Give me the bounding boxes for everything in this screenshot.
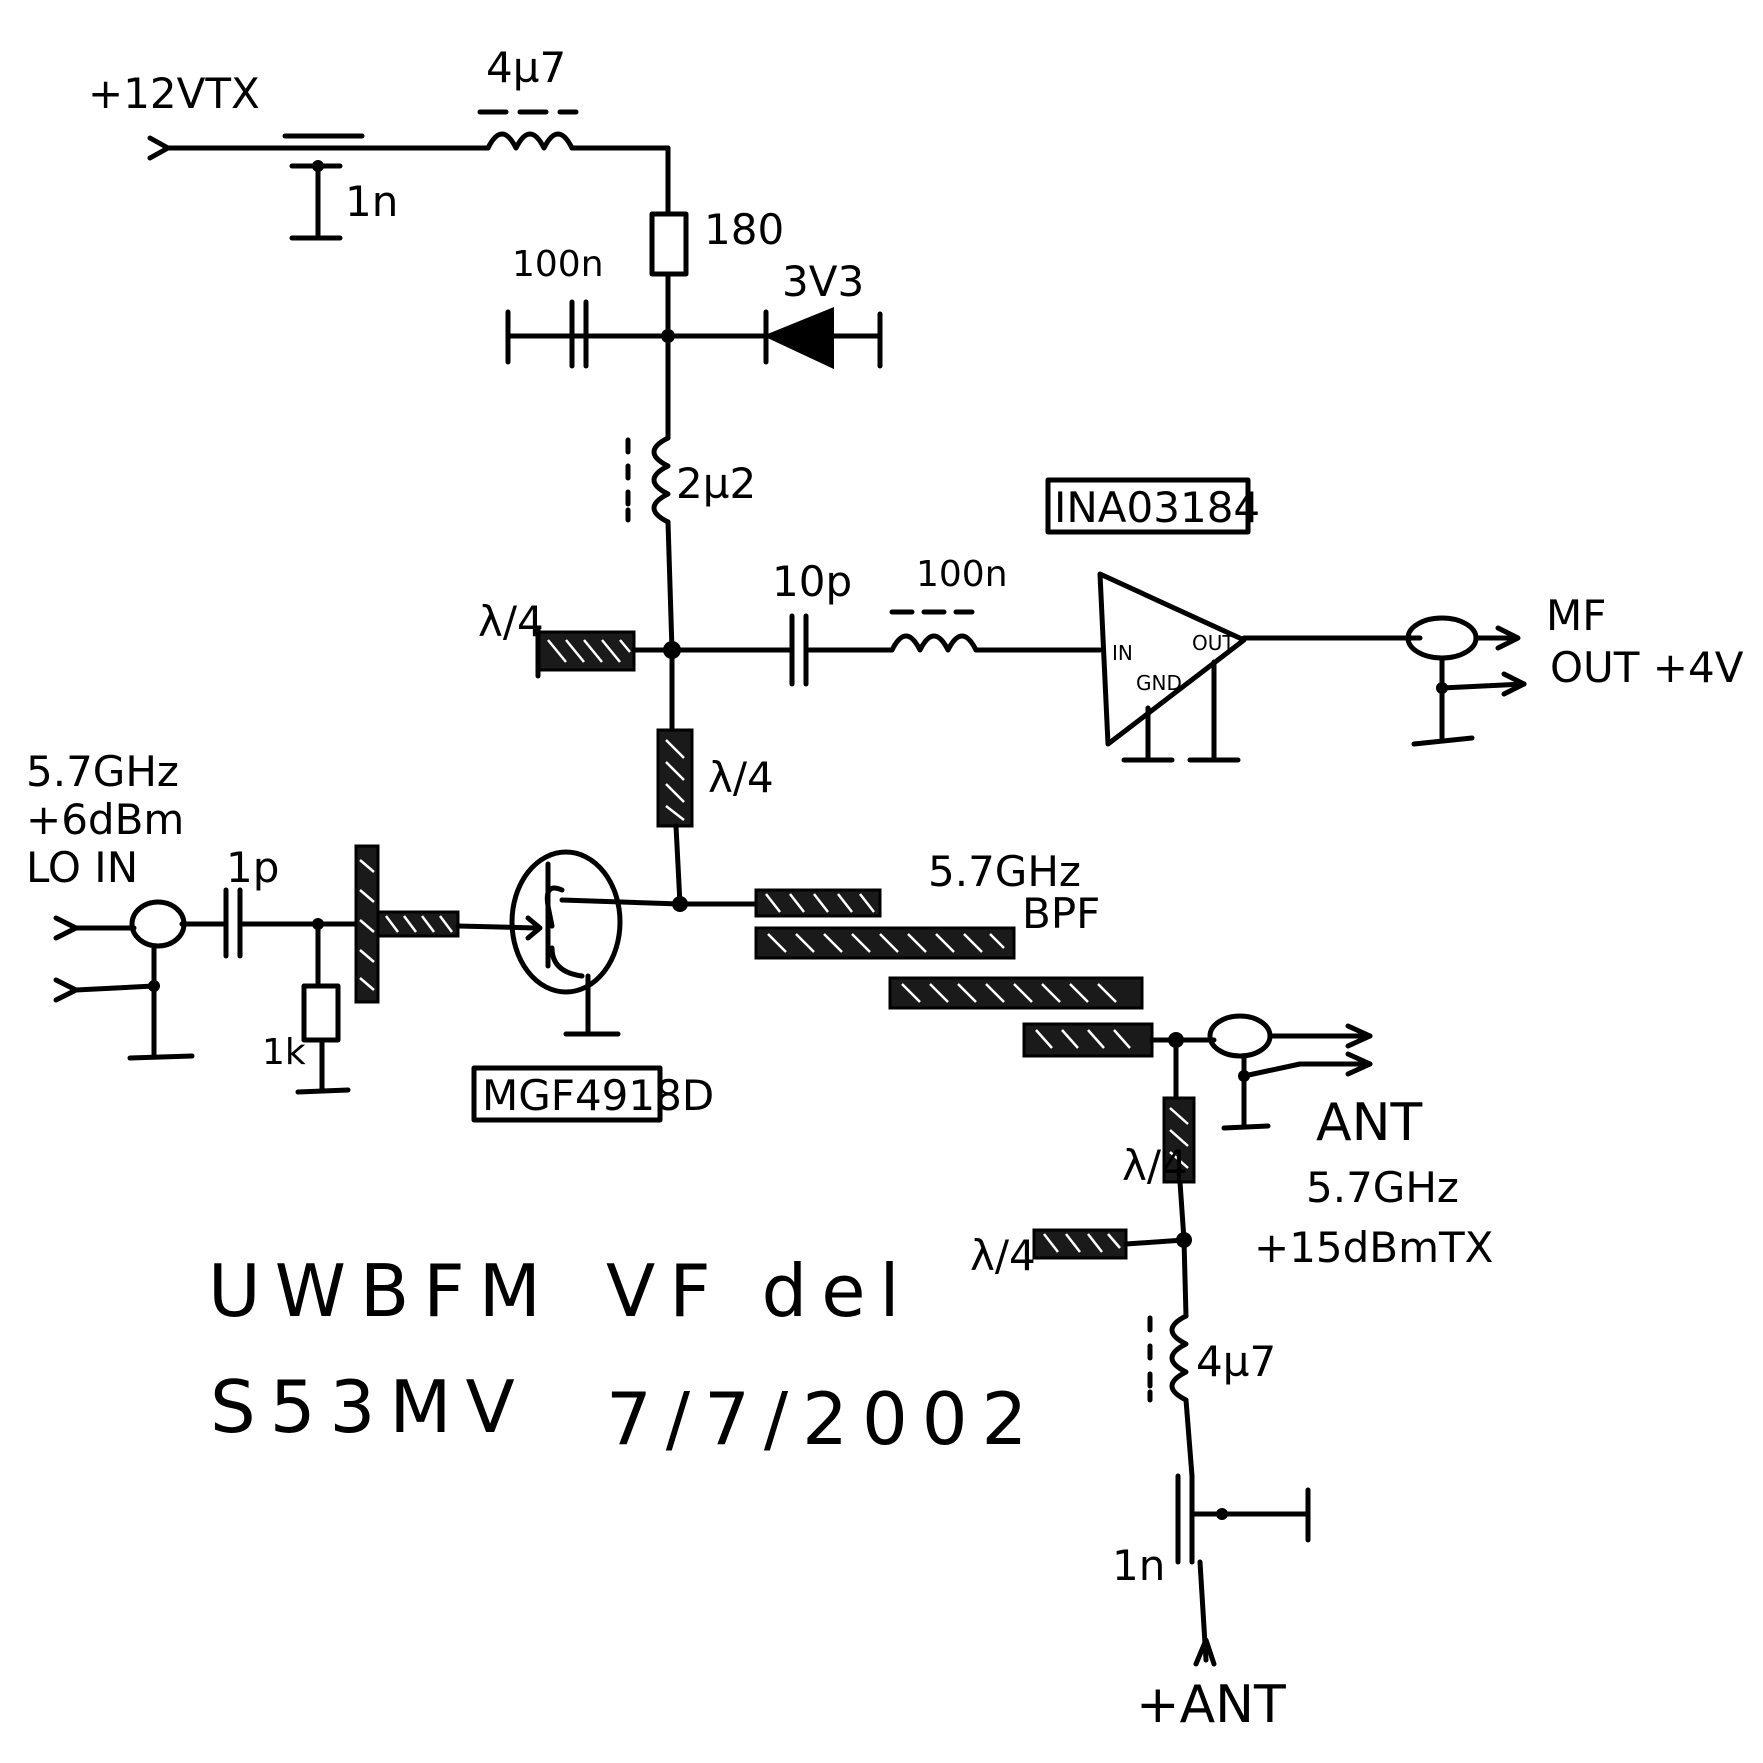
amplifier-part-label: INA03184: [1054, 483, 1260, 532]
quarter-wave-stub-mid: [535, 625, 675, 679]
bpf-line1: 5.7GHz: [928, 847, 1081, 896]
antenna-freq: 5.7GHz: [1306, 1163, 1459, 1212]
fet-part-label: MGF4918D: [482, 1071, 714, 1120]
lo-input-line3: LO IN: [26, 843, 138, 892]
antenna-bypass-capacitor: [1175, 1473, 1311, 1663]
mf-output-connector: [1405, 615, 1527, 747]
lo-input-line1: 5.7GHz: [26, 747, 179, 796]
coupling-cap-label: 10p: [772, 557, 852, 606]
mid-stub-label: λ/4: [478, 597, 544, 646]
supply-voltage-label: +12VTX: [88, 69, 260, 118]
antenna-bias-choke: [1147, 1237, 1195, 1479]
amplifier-gnd-pin: GND: [1136, 671, 1182, 695]
antenna-power: +15dBmTX: [1254, 1223, 1493, 1272]
drain-quarter-wave-line: [656, 647, 694, 912]
bias-choke: [625, 435, 675, 653]
antenna-bias-label: +ANT: [1136, 1675, 1286, 1735]
title-line2-left: S53MV: [210, 1365, 529, 1449]
bias-resistor: [649, 211, 689, 441]
bias-choke-label: 2µ2: [676, 459, 756, 508]
lo-cap-label: 1p: [226, 843, 279, 892]
antenna-quarter-wave-line: [1162, 1037, 1196, 1248]
supply-choke-label: 4µ7: [486, 43, 566, 92]
mf-output-line2: OUT +4V: [1550, 643, 1744, 692]
antenna-choke-label: 4µ7: [1196, 1337, 1276, 1386]
antenna-cap-label: 1n: [1112, 1541, 1165, 1590]
antenna-bias-arrow: [1193, 1637, 1217, 1667]
amplifier-in-pin: IN: [1112, 641, 1133, 665]
amplifier: [1097, 571, 1423, 763]
fet-part-box: [471, 1065, 663, 1123]
title-line1-right: VF del: [606, 1249, 914, 1333]
gate-resistor: [295, 921, 351, 1095]
gate-resistor-label: 1k: [262, 1032, 306, 1073]
bias-cap-label: 100n: [512, 244, 604, 285]
lo-input-connector: [53, 899, 229, 1061]
supply-bypass-cap-label: 1n: [345, 177, 398, 226]
supply-bypass-capacitor: [289, 160, 343, 241]
antenna-connector: [1173, 1013, 1373, 1131]
gate-matching-stub: [354, 844, 539, 1004]
antenna-quarter-wave-stub: [1032, 1228, 1187, 1260]
lo-coupling-capacitor: [223, 887, 361, 959]
antenna-label: ANT: [1316, 1093, 1422, 1153]
amplifier-out-pin: OUT: [1192, 631, 1235, 655]
fet-transistor: [509, 849, 683, 1037]
title-line1-left: UWBFM: [208, 1249, 555, 1333]
lo-input-line2: +6dBm: [26, 795, 184, 844]
title-line2-right: 7/7/2002: [606, 1377, 1041, 1461]
supply-line: [147, 109, 671, 217]
antenna-stub2-label: λ/4: [970, 1231, 1036, 1280]
zener-label: 3V3: [782, 257, 864, 306]
mf-output-line1: MF: [1546, 591, 1606, 640]
zener-diode: [665, 307, 883, 370]
drain-line-label: λ/4: [708, 753, 774, 802]
antenna-stub1-label: λ/4: [1122, 1141, 1188, 1190]
coupling-network: [669, 609, 1103, 687]
bias-resistor-label: 180: [704, 205, 784, 254]
amplifier-part-box: [1045, 477, 1251, 535]
bandpass-filter: [677, 888, 1179, 1058]
bias-decoupling-capacitor: [505, 299, 675, 369]
bpf-line2: BPF: [1022, 889, 1100, 938]
coupling-inductor-label: 100n: [916, 554, 1008, 595]
